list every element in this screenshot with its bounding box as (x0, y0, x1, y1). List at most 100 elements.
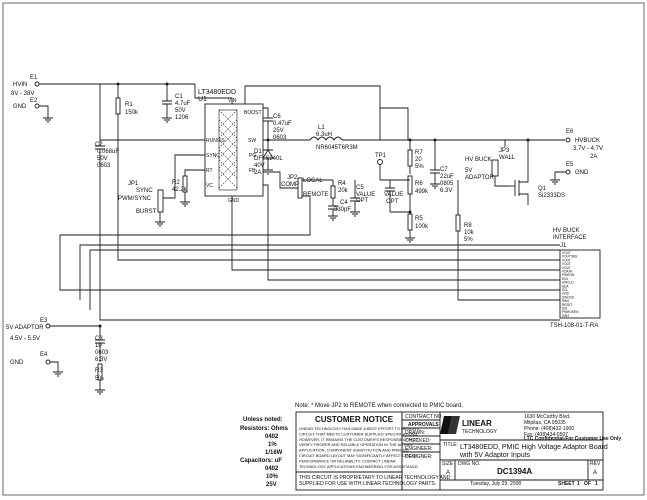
svg-text:C1: C1 (175, 94, 183, 100)
j1-connector: HV BUCK INTERFACE J1 VOUTVOUTSNSVOUTVOUT… (550, 228, 601, 329)
svg-text:5%: 5% (464, 237, 473, 243)
svg-text:RT: RT (206, 168, 213, 174)
svg-text:ENGINEER:: ENGINEER: (405, 446, 433, 452)
svg-text:VC: VC (206, 183, 213, 189)
svg-text:REV: REV (590, 461, 601, 467)
svg-text:1630 McCarthy Blvd.: 1630 McCarthy Blvd. (524, 414, 570, 420)
svg-text:0603: 0603 (95, 350, 109, 356)
svg-text:R5: R5 (415, 216, 423, 222)
notice-line: VERIFY PROPER AND RELIABLE OPERATION IN … (299, 442, 414, 447)
svg-text:SYNC: SYNC (206, 153, 220, 159)
j1-pin-label: SCL (562, 288, 568, 292)
hvbuck-port: E6 HVBUCK 3.7V - 4.7V 2A (505, 129, 603, 160)
c7-capacitor: C7 22uF 0805 6.3V (430, 138, 454, 194)
bus-lines (79, 140, 560, 321)
svg-text:499k: 499k (415, 189, 429, 195)
svg-text:5%: 5% (95, 376, 104, 382)
svg-text:20: 20 (415, 157, 422, 163)
j1-pin-label: SDA (562, 284, 569, 288)
svg-text:50V: 50V (97, 156, 108, 162)
svg-text:SIZE: SIZE (442, 461, 454, 467)
svg-text:Tuesday, July 29, 2008: Tuesday, July 29, 2008 (470, 481, 521, 487)
u1-ic: LT3480EDD U1 VIN BOOST SW RUN/SS SYNC RT… (194, 84, 264, 210)
svg-text:COMP: COMP (281, 182, 299, 188)
svg-text:0402: 0402 (265, 434, 279, 440)
units-legend: Unless noted: Resistors: Ohms 0402 1% 1/… (240, 417, 289, 488)
j1-pin-label: SWOOS (562, 295, 574, 299)
adaptor-port: E3 5V ADAPTOR 4.5V - 5.5V (6, 318, 102, 342)
svg-text:HVIN: HVIN (13, 82, 27, 88)
c2-capacitor: C2 0.068uF 50V 0603 (95, 110, 205, 250)
r7-resistor: R7 20 5% (407, 138, 424, 174)
svg-text:SYNC: SYNC (136, 188, 153, 194)
j1-pin-label: SW3 (562, 314, 569, 318)
svg-text:25V: 25V (266, 482, 277, 488)
hvin-port: E1 HVIN 8V - 38V (11, 75, 195, 110)
jp1-jumper: JP1 SYNC PWM/SYNC BURST (118, 154, 205, 227)
svg-text:330pF: 330pF (334, 207, 351, 213)
svg-text:42.2k: 42.2k (172, 187, 188, 193)
svg-text:E6: E6 (566, 129, 574, 135)
svg-text:GND: GND (10, 360, 24, 366)
svg-text:TITLE:: TITLE: (443, 442, 458, 448)
svg-text:CONTRACT NO.: CONTRACT NO. (405, 414, 443, 420)
svg-text:E5: E5 (566, 162, 574, 168)
svg-text:R1: R1 (125, 102, 133, 108)
svg-text:INTERFACE: INTERFACE (553, 235, 587, 241)
gnd-port-e2: E2 GND (13, 98, 53, 123)
jp3-jumper: JP3 WALL HV BUCK 5V ADAPTOR (465, 148, 516, 187)
j1-pin-label: SW4 (562, 299, 569, 303)
svg-text:PG: PG (249, 153, 256, 159)
svg-text:L1: L1 (318, 125, 325, 131)
svg-text:R7: R7 (415, 150, 423, 156)
j1-pin-label: SW (562, 307, 567, 311)
svg-text:TECHNOLOGY: TECHNOLOGY (462, 429, 498, 435)
svg-text:TSH-108-01-T-RA: TSH-108-01-T-RA (550, 323, 598, 329)
gnd-port-e4: E4 GND (10, 352, 63, 377)
svg-text:LINEAR: LINEAR (462, 419, 492, 428)
svg-text:OPT: OPT (386, 199, 399, 205)
svg-text:6.3V: 6.3V (95, 357, 107, 363)
j1-pin-label: VOUTSNS (562, 255, 577, 259)
svg-text:8V - 38V: 8V - 38V (11, 91, 34, 97)
svg-text:1/16W: 1/16W (265, 450, 283, 456)
svg-text:APPROVALS: APPROVALS (408, 422, 439, 428)
svg-text:E2: E2 (30, 98, 38, 104)
svg-text:4.7uF: 4.7uF (175, 101, 191, 107)
c3-capacitor: C3 10 0603 6.3V (95, 326, 109, 363)
c1-capacitor: C1 4.7uF 50V 1206 (162, 82, 191, 123)
svg-text:CHECKED:: CHECKED: (405, 438, 431, 444)
svg-text:1206: 1206 (175, 115, 189, 121)
j1-pin-label: SWCLD (562, 281, 574, 285)
svg-text:100k: 100k (415, 224, 429, 230)
svg-text:150k: 150k (125, 110, 139, 116)
svg-text:LOCAL: LOCAL (303, 178, 323, 184)
j1-pin-label: VOUT (562, 262, 571, 266)
j1-pin-label: VOUT (562, 266, 571, 270)
svg-text:DWG NO.: DWG NO. (458, 461, 481, 467)
svg-text:with 5V Adaptor Inputs: with 5V Adaptor Inputs (459, 452, 531, 459)
svg-text:TP1: TP1 (375, 153, 387, 159)
svg-text:Fax: (408)434-0507: Fax: (408)434-0507 (524, 432, 568, 438)
svg-text:Q1: Q1 (538, 186, 547, 192)
svg-text:ADAPTOR: ADAPTOR (465, 175, 495, 181)
notice-line: PERFORMANCE OR RELIABILITY. CONTACT LINE… (299, 458, 396, 463)
output-rail (380, 139, 506, 147)
svg-text:Milpitas, CA 95035: Milpitas, CA 95035 (524, 420, 566, 426)
svg-text:JP2: JP2 (287, 175, 298, 181)
svg-text:E4: E4 (40, 352, 48, 358)
j1-pin-label: VOUT (562, 258, 571, 262)
svg-text:R2: R2 (172, 180, 180, 186)
svg-text:0.47uF: 0.47uF (273, 121, 292, 127)
notice-line: HOWEVER, IT REMAINS THE CUSTOMER'S RESPO… (299, 437, 418, 442)
gnd-port-e5: E5 GND (550, 162, 589, 185)
svg-text:C4: C4 (340, 200, 348, 206)
r8-resistor: R8 10k 5% (455, 180, 475, 300)
svg-text:PWM/SYNC: PWM/SYNC (118, 196, 152, 202)
svg-text:20k: 20k (338, 188, 349, 194)
svg-text:50V: 50V (175, 108, 186, 114)
j1-pin-label: PWRON (562, 273, 575, 277)
notice-line: TECHNOLOGY APPLICATIONS ENGINEERING FOR … (299, 464, 419, 469)
r4-resistor: R4 20k (330, 180, 349, 206)
